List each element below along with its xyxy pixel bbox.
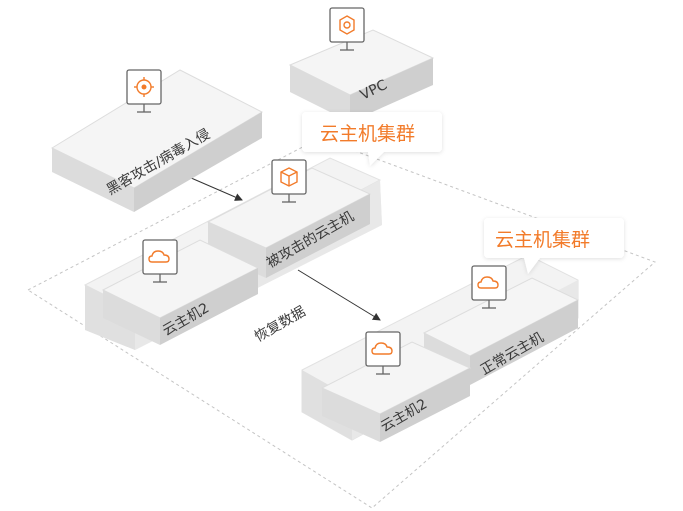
cluster1-callout-text: 云主机集群 [320,123,415,145]
cluster1-callout: 云主机集群 [302,112,442,166]
cluster2-callout: 云主机集群 [484,218,624,274]
attacked-cube-icon [280,167,298,187]
cloud-icon [477,276,499,289]
vpc-monitor [329,7,365,51]
cluster2-host2-monitor [365,331,401,375]
attacked-host-monitor [271,159,307,203]
outer-dashed-region [26,137,656,509]
virus-target-icon [134,77,154,97]
cluster1-host2-box[interactable]: 云主机2 [101,239,260,345]
cluster2-callout-text: 云主机集群 [495,229,590,251]
cloud-icon [371,342,393,355]
vpc-box[interactable]: VPC [288,29,435,122]
recover-arrow [297,269,381,321]
normal-host-monitor [471,265,507,309]
recover-data-label: 恢复数据 [252,303,309,346]
cloud-icon [148,250,170,263]
hacker-monitor [126,69,162,113]
cluster1-host2-monitor [142,239,178,283]
vpc-gear-icon [339,15,355,35]
